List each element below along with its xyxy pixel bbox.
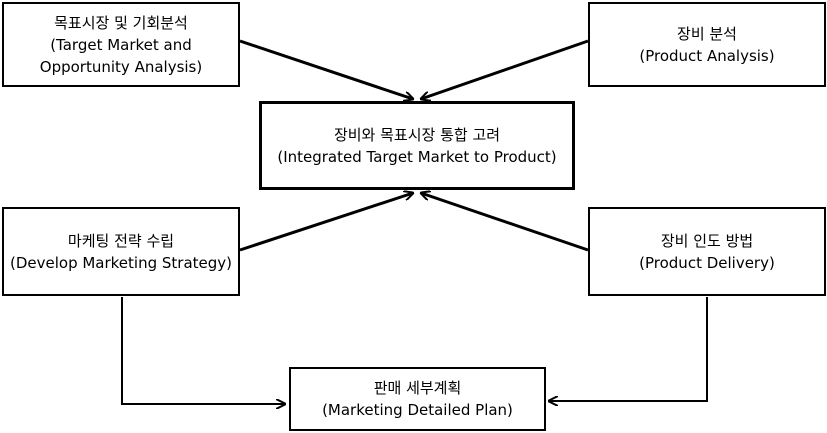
node-product-delivery: 장비 인도 방법 (Product Delivery) [588,207,826,296]
arrow-delivery-to-plan [549,297,708,401]
node-integrated-target-market: 장비와 목표시장 통합 고려 (Integrated Target Market… [259,101,575,190]
node-label-korean: 마케팅 전략 수립 [67,231,175,250]
arrow-target-to-center [239,39,413,99]
node-label-korean: 장비와 목표시장 통합 고려 [333,125,501,144]
arrow-market-to-plan [121,297,285,404]
node-label-korean: 장비 분석 [677,24,737,43]
arrow-product-to-center [421,39,589,99]
node-label-korean: 장비 인도 방법 [660,231,754,250]
node-label-korean: 목표시장 및 기회분석 [54,13,188,32]
node-product-analysis: 장비 분석 (Product Analysis) [588,2,826,87]
arrow-market-to-center [239,193,413,252]
arrow-delivery-to-center [421,193,589,252]
node-label-english: (Marketing Detailed Plan) [322,401,513,419]
node-develop-marketing-strategy: 마케팅 전략 수립 (Develop Marketing Strategy) [2,207,240,296]
node-label-english: (Product Analysis) [639,46,775,65]
node-target-market-analysis: 목표시장 및 기회분석 (Target Market and Opportuni… [2,2,240,87]
node-label-english: (Develop Marketing Strategy) [9,253,233,272]
node-label-english-cont: Opportunity Analysis) [39,57,203,76]
node-marketing-detailed-plan: 판매 세부계획 (Marketing Detailed Plan) [289,367,546,431]
node-label-english: (Integrated Target Market to Product) [277,147,557,166]
node-label-english: (Product Delivery) [639,253,775,272]
node-label-english: (Target Market and [50,35,192,54]
node-label-korean: 판매 세부계획 [373,379,462,397]
